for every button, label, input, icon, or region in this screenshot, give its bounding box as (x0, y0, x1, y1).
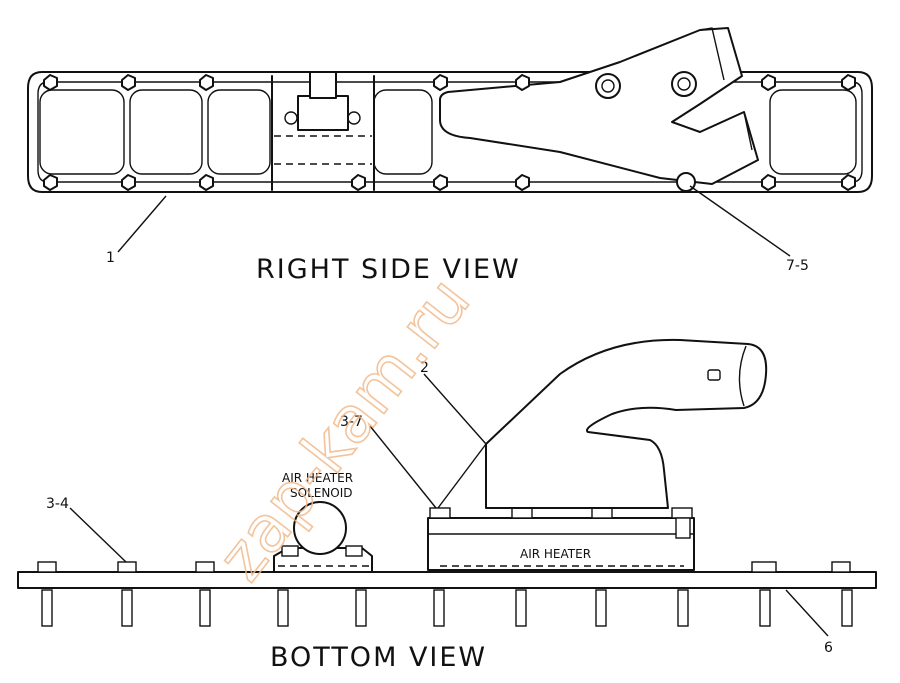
elbow-boss-1 (595, 73, 621, 99)
flange-bolts-top (43, 74, 856, 91)
outlet-elbow (439, 27, 759, 185)
air-heater-solenoid (293, 501, 347, 555)
bottom-flange-bar (17, 571, 877, 589)
callout-6: 6 (824, 640, 833, 656)
port-window-5 (769, 89, 857, 175)
bottom-view-title: BOTTOM VIEW (270, 642, 487, 673)
outlet-elbow-bottom (485, 338, 768, 509)
callout-3-4: 3-4 (46, 496, 69, 512)
callout-7-5: 7-5 (786, 258, 809, 274)
air-heater-block (427, 517, 695, 571)
port-window-1 (39, 89, 125, 175)
flange-studs (41, 589, 853, 627)
port-window-4 (373, 89, 433, 175)
air-heater-label: AIR HEATER (520, 547, 591, 561)
bracket-bolt-right (347, 111, 361, 125)
port-window-2 (129, 89, 203, 175)
right-side-view-title: RIGHT SIDE VIEW (256, 254, 521, 285)
right-side-view: 1 7-5 RIGHT SIDE VIEW (27, 27, 873, 285)
solenoid-label-line2: SOLENOID (290, 486, 353, 500)
bracket-bolt-left (284, 111, 298, 125)
callout-1: 1 (106, 250, 115, 266)
manifold-flange-outline (27, 71, 873, 193)
callout-2: 2 (420, 360, 429, 376)
heater-mount-bracket (297, 95, 349, 131)
flange-bolts-bottom (43, 174, 856, 191)
port-window-3 (207, 89, 271, 175)
callout-3-7: 3-7 (340, 414, 363, 430)
bottom-view: 2 3-7 3-4 6 AIR HEATER SOLENOID AIR HEAT… (17, 338, 877, 673)
elbow-boss-2 (671, 71, 697, 97)
flange-nuts (37, 561, 851, 573)
solenoid-label-line1: AIR HEATER (282, 471, 353, 485)
